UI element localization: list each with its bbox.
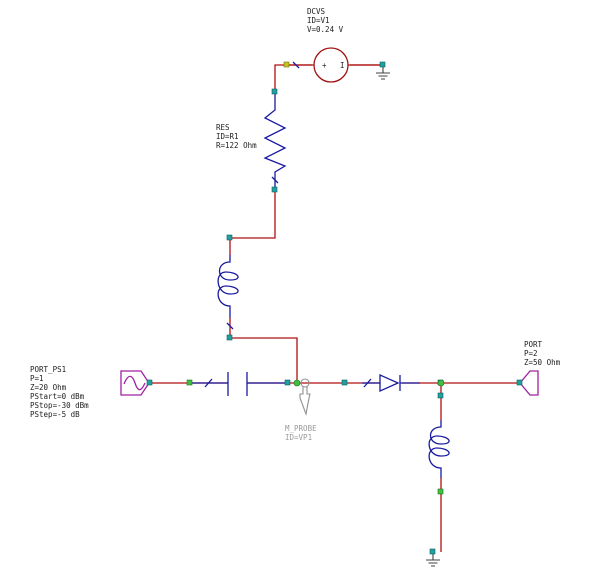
- diode-body: [362, 373, 420, 393]
- wire-dcvs-to-res: [274, 64, 312, 92]
- wire-inductor-to-node: [229, 318, 298, 383]
- pin: [437, 392, 444, 399]
- pin: [226, 334, 233, 341]
- ground-symbol-dcvs: [376, 65, 390, 80]
- capacitor-plates: [190, 372, 288, 396]
- port-ps1-body: [120, 370, 150, 396]
- diode[interactable]: [362, 373, 420, 393]
- dcvs-source[interactable]: + I: [287, 47, 383, 83]
- pin: [437, 488, 444, 495]
- dcvs-label-line-2: ID=V1: [307, 16, 330, 25]
- wire-res-to-inductor: [229, 190, 276, 255]
- port-2-label-line-2: P=2: [524, 349, 538, 358]
- probe-body: [299, 387, 311, 417]
- port-ps1-label-line-4: PStart=0 dBm: [30, 392, 85, 401]
- dcvs-label-line-1: DCVS: [307, 7, 326, 16]
- port-ps1-label-line-6: PStep=-5 dB: [30, 410, 80, 419]
- pin: [379, 61, 386, 68]
- pin: [429, 548, 436, 555]
- port-ps1-label-line-2: P=1: [30, 374, 44, 383]
- inductor-left-coil: [217, 255, 239, 318]
- junction-node: [293, 379, 301, 387]
- dcvs-minus-sign: I: [340, 61, 345, 70]
- port-ps1-label-line-5: PStop=-30 dBm: [30, 401, 89, 410]
- probe-ring: [300, 378, 310, 388]
- dcvs-label: DCVS ID=V1 V=0.24 V: [307, 7, 344, 34]
- wire-tick-marks: [204, 61, 372, 388]
- port-ps1-label-line-1: PORT_PS1: [30, 365, 66, 374]
- pin: [516, 379, 523, 386]
- port-2-label-line-3: Z=50 Ohm: [524, 358, 561, 367]
- port-ps1-label: PORT_PS1 P=1 Z=20 Ohm PStart=0 dBm PStop…: [30, 365, 89, 419]
- inductor-right[interactable]: [428, 420, 450, 478]
- pins: [146, 61, 523, 555]
- probe-label-line-2: ID=VP1: [285, 433, 312, 442]
- port-2[interactable]: [519, 370, 539, 396]
- pin: [186, 379, 193, 386]
- port-ps1-sine-icon: [123, 375, 146, 391]
- pin: [284, 379, 291, 386]
- port-2-label: PORT P=2 Z=50 Ohm: [524, 340, 561, 367]
- inductor-right-coil: [428, 420, 450, 478]
- res-label-line-3: R=122 Ohm: [216, 141, 257, 150]
- ground-symbol-bottom: [426, 552, 440, 567]
- junction-node: [437, 379, 445, 387]
- res-label-line-1: RES: [216, 123, 230, 132]
- res-label-line-2: ID=R1: [216, 132, 239, 141]
- res-label: RES ID=R1 R=122 Ohm: [216, 123, 257, 150]
- port-ps1[interactable]: [120, 370, 150, 396]
- pin: [226, 234, 233, 241]
- pin: [146, 379, 153, 386]
- pin: [283, 61, 290, 68]
- inductor-left[interactable]: [217, 255, 239, 318]
- pin: [271, 88, 278, 95]
- port-2-body: [519, 370, 539, 396]
- dcvs-label-line-3: V=0.24 V: [307, 25, 344, 34]
- probe-label-line-1: M_PROBE: [285, 424, 317, 433]
- pin: [341, 379, 348, 386]
- port-ps1-label-line-3: Z=20 Ohm: [30, 383, 67, 392]
- resistor-body: [263, 92, 287, 190]
- pin: [271, 186, 278, 193]
- dcvs-plus-sign: +: [322, 61, 327, 70]
- voltage-probe[interactable]: [299, 378, 311, 417]
- port-2-label-line-1: PORT: [524, 340, 543, 349]
- capacitor[interactable]: [190, 372, 288, 396]
- probe-label: M_PROBE ID=VP1: [285, 424, 317, 442]
- wires: [150, 64, 520, 552]
- resistor-r1[interactable]: [263, 92, 287, 190]
